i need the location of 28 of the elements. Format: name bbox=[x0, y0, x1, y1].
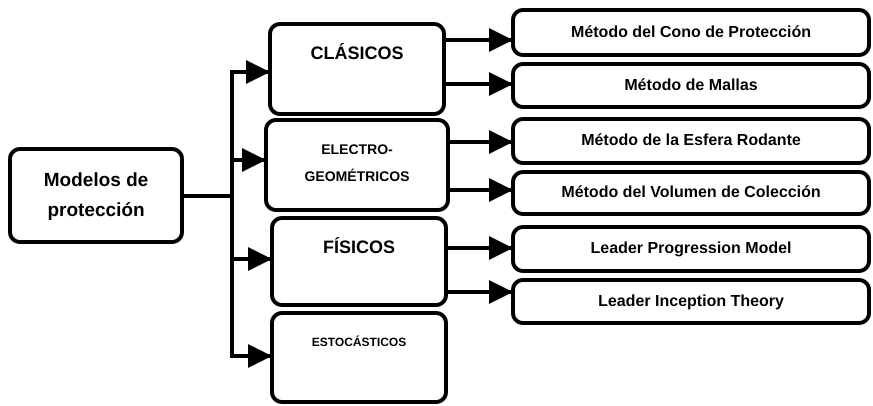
node-label: FÍSICOS bbox=[322, 236, 395, 259]
node-label: Método de Mallas bbox=[624, 76, 758, 96]
node-label: CLÁSICOS bbox=[310, 42, 404, 65]
method-box bbox=[511, 62, 871, 109]
category-box bbox=[264, 118, 450, 212]
category-box bbox=[270, 216, 448, 307]
node-label: Modelos de protección bbox=[42, 168, 150, 222]
arrow bbox=[448, 236, 513, 260]
arrow bbox=[448, 280, 513, 304]
node-label: Leader Progression Model bbox=[590, 239, 792, 259]
node-label: Método del Volumen de Colección bbox=[561, 183, 821, 203]
category-box bbox=[270, 311, 448, 404]
method-box bbox=[511, 117, 871, 165]
node-label: Leader Inception Theory bbox=[598, 292, 784, 312]
method-box bbox=[511, 278, 871, 325]
arrow bbox=[450, 130, 513, 154]
arrow bbox=[446, 72, 513, 96]
node-label: ELECTRO-GEOMÉTRICOS bbox=[303, 140, 410, 186]
method-box bbox=[511, 170, 871, 216]
node-label: Método de la Esfera Rodante bbox=[581, 131, 801, 151]
method-box bbox=[511, 225, 871, 273]
root-box bbox=[8, 147, 184, 244]
node-label: Método del Cono de Protección bbox=[570, 22, 811, 42]
node-label: ESTOCÁSTICOS bbox=[312, 334, 406, 351]
arrow bbox=[446, 28, 513, 52]
method-box bbox=[511, 8, 871, 57]
category-box bbox=[268, 22, 446, 116]
arrow bbox=[450, 178, 513, 202]
